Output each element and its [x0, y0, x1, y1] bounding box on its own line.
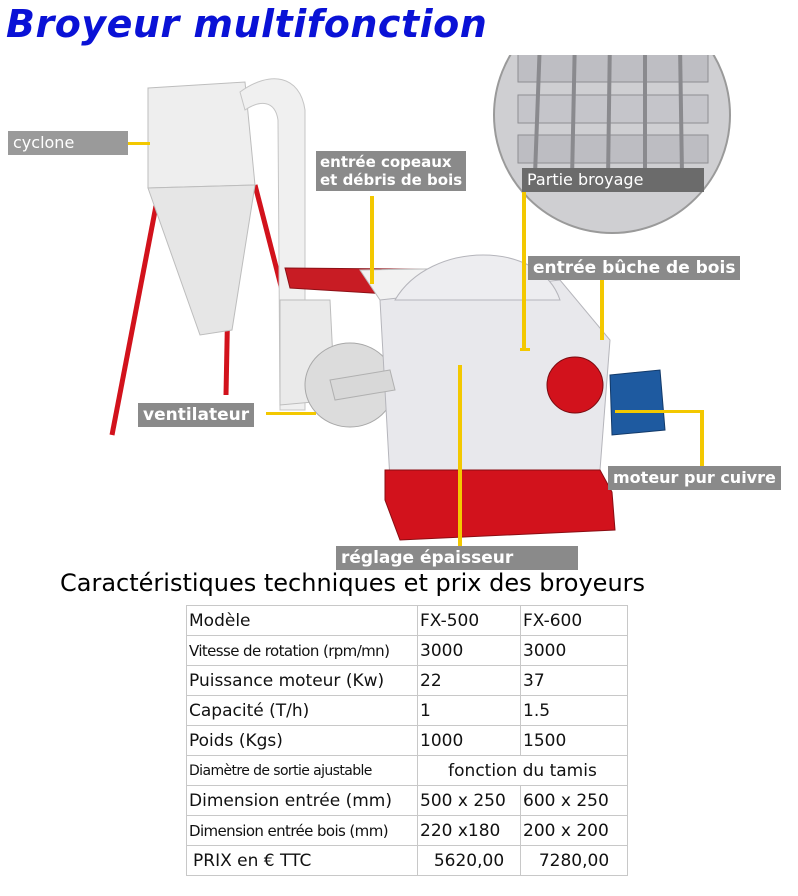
motor: [609, 369, 666, 436]
leader-line-cyclone: [120, 142, 150, 145]
leader-line-reglage: [458, 365, 462, 547]
leader-line-partie-broyage: [522, 186, 526, 351]
table-cell: Poids (Kgs): [186, 725, 418, 756]
table-row: Dimension entrée bois (mm) 220 x180 200 …: [186, 815, 628, 846]
label-entree-copeaux: entrée copeaux et débris de bois: [316, 151, 467, 191]
table-cell: Dimension entrée bois (mm): [186, 815, 418, 846]
leader-line-partie-broyage-tip: [520, 348, 530, 351]
table-cell: Puissance moteur (Kw): [186, 665, 418, 696]
leader-line-entree-buche: [600, 280, 604, 340]
table-cell: 200 x 200: [520, 815, 628, 846]
table-row: Vitesse de rotation (rpm/mn) 3000 3000: [186, 635, 628, 666]
table-row: Puissance moteur (Kw) 22 37: [186, 665, 628, 696]
table-cell: Vitesse de rotation (rpm/mn): [186, 635, 418, 666]
table-cell: 600 x 250: [520, 785, 628, 816]
cyclone-cylinder: [147, 81, 256, 189]
table-cell: 3000: [417, 635, 521, 666]
leader-line-moteur-v: [700, 410, 704, 466]
spec-title: Caractéristiques techniques et prix des …: [60, 569, 646, 597]
table-row: Diamètre de sortie ajustable fonction du…: [186, 755, 628, 786]
table-cell: Dimension entrée (mm): [186, 785, 418, 816]
table-cell: 37: [520, 665, 628, 696]
table-row: Dimension entrée (mm) 500 x 250 600 x 25…: [186, 785, 628, 816]
spec-table: Modèle FX-500 FX-600 Vitesse de rotation…: [186, 605, 628, 876]
table-cell: 22: [417, 665, 521, 696]
pulley: [546, 356, 604, 414]
label-reglage: réglage épaisseur: [336, 546, 578, 570]
table-cell: Diamètre de sortie ajustable: [186, 755, 418, 786]
leader-line-ventilateur: [266, 412, 316, 415]
table-cell: 1000: [417, 725, 521, 756]
page-title: Broyeur multifonction: [6, 2, 488, 46]
cyclone-leg: [109, 184, 163, 436]
machine-base: [384, 469, 616, 541]
table-cell: fonction du tamis: [417, 755, 628, 786]
table-cell: 1500: [520, 725, 628, 756]
label-ventilateur: ventilateur: [138, 403, 255, 427]
table-row: Modèle FX-500 FX-600: [186, 605, 628, 636]
label-entree-copeaux-line1: entrée copeaux: [320, 153, 452, 171]
table-cell: FX-500: [417, 605, 521, 636]
table-cell: 5620,00: [417, 845, 521, 876]
table-cell: 220 x180: [417, 815, 521, 846]
leader-line-entree-copeaux: [370, 196, 374, 284]
label-partie-broyage: Partie broyage: [522, 168, 704, 192]
table-cell: 1: [417, 695, 521, 726]
table-cell: Capacité (T/h): [186, 695, 418, 726]
shaft: [329, 369, 396, 401]
crusher-top: [394, 254, 561, 301]
table-row: PRIX en € TTC 5620,00 7280,00: [186, 845, 628, 876]
label-moteur: moteur pur cuivre: [608, 466, 781, 490]
table-cell: PRIX en € TTC: [186, 845, 418, 876]
table-row: Capacité (T/h) 1 1.5: [186, 695, 628, 726]
table-cell: 3000: [520, 635, 628, 666]
crushing-detail: [493, 55, 731, 234]
table-cell: FX-600: [520, 605, 628, 636]
table-row: Poids (Kgs) 1000 1500: [186, 725, 628, 756]
label-entree-buche: entrée bûche de bois: [528, 256, 741, 280]
label-cyclone: cyclone: [8, 131, 128, 155]
label-entree-copeaux-line2: et débris de bois: [320, 171, 463, 189]
cyclone-cone: [147, 184, 256, 336]
table-cell: 7280,00: [520, 845, 628, 876]
table-cell: 500 x 250: [417, 785, 521, 816]
table-cell: 1.5: [520, 695, 628, 726]
table-cell: Modèle: [186, 605, 418, 636]
leader-line-moteur-h: [615, 410, 703, 413]
